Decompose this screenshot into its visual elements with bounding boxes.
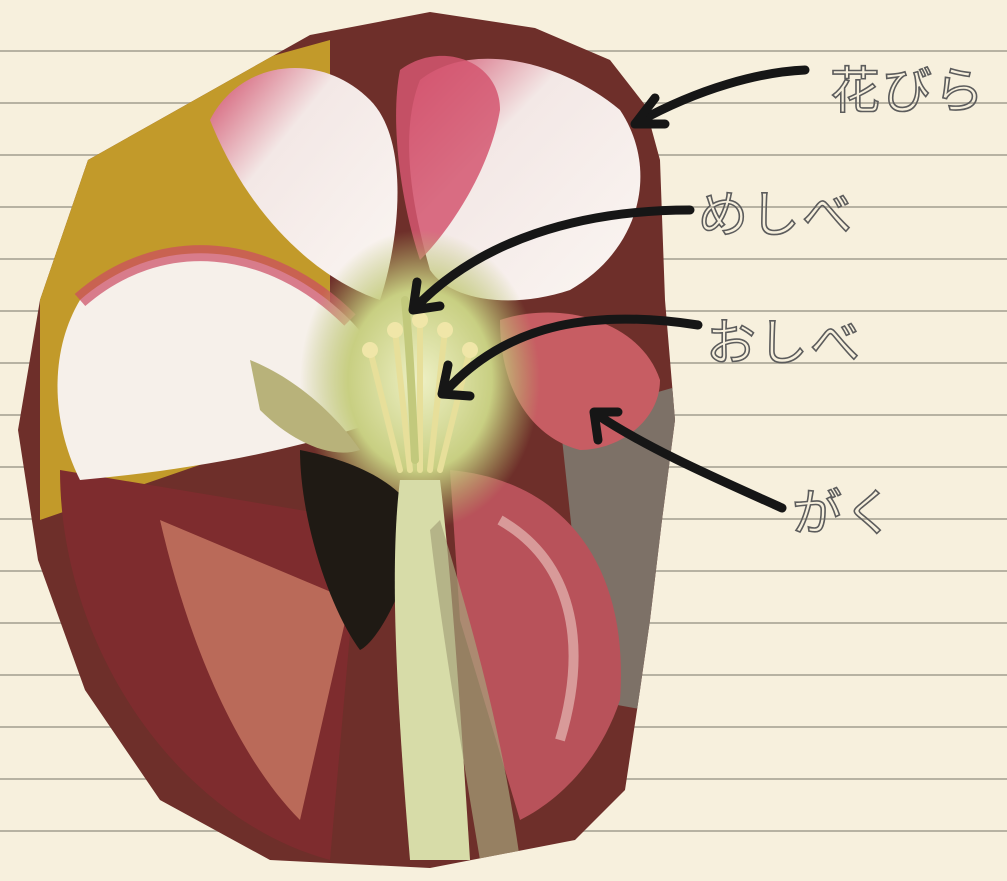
label-pistil: めしべ: [698, 186, 854, 244]
label-stamen: おしべ: [706, 314, 862, 372]
label-petal: 花びら: [830, 62, 986, 120]
label-sepal: がく: [792, 484, 896, 542]
annotation-labels: 花びら めしべ おしべ がく: [698, 62, 986, 542]
petal-arrow: [635, 70, 805, 124]
